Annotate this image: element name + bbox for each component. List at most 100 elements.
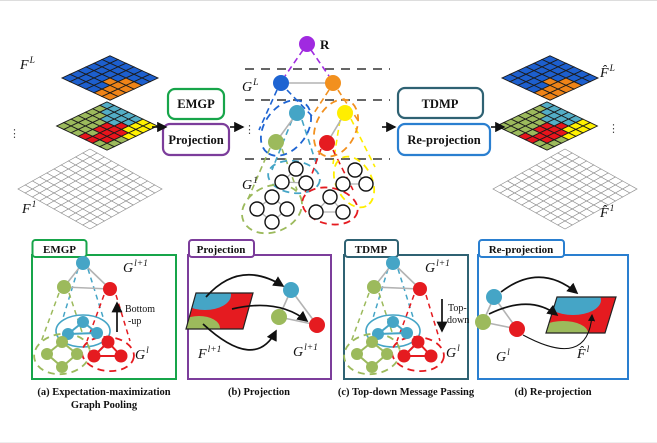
cluster-ellipse-orange bbox=[312, 98, 360, 158]
leaf-node bbox=[249, 201, 265, 217]
graph-node-cyan bbox=[283, 282, 299, 298]
panel-d-g-label: Gl bbox=[496, 348, 510, 365]
assignment-cone-line bbox=[337, 89, 360, 123]
panel-a-arrow-label-2: -up bbox=[128, 316, 141, 327]
upper-node-red bbox=[413, 282, 427, 296]
panel-a-g-lower: Gl bbox=[135, 346, 149, 363]
graph-node-yellow bbox=[337, 105, 353, 121]
green-node bbox=[56, 336, 68, 348]
panel-a-tab bbox=[31, 239, 88, 258]
graph-node-red bbox=[509, 321, 525, 337]
panel-a-tab-label: EMGP bbox=[43, 244, 76, 256]
red-node bbox=[397, 349, 411, 363]
tdmp-box bbox=[396, 86, 485, 120]
assignment-cone-line bbox=[313, 89, 330, 114]
mapping-arrow bbox=[202, 323, 277, 351]
left-feature-pyramid bbox=[17, 55, 163, 230]
assignment-cone-line bbox=[258, 89, 278, 131]
red-node bbox=[411, 335, 425, 349]
graph-node-green bbox=[271, 309, 287, 325]
assignment-cone-line bbox=[350, 118, 376, 168]
grid-cell bbox=[540, 92, 560, 101]
panel-c-tab bbox=[344, 239, 399, 258]
feature-grid-fhat1 bbox=[492, 148, 638, 230]
grid-cell bbox=[538, 142, 556, 151]
feature-grid-fhatL bbox=[500, 55, 600, 101]
graph-edge bbox=[373, 286, 421, 290]
tdmp-box-label: TDMP bbox=[422, 97, 459, 111]
mapping-arrow bbox=[205, 273, 285, 298]
leaf-node bbox=[288, 161, 304, 177]
projection-box bbox=[161, 122, 231, 157]
label-f-hat-1: F̂1 bbox=[599, 204, 614, 221]
assignment-cone-line bbox=[332, 119, 341, 165]
feature-grid-f1 bbox=[17, 148, 163, 230]
graph-node-red bbox=[319, 135, 335, 151]
reprojection-box bbox=[396, 122, 492, 157]
panel-a-caption-line2: Graph Pooling bbox=[71, 400, 138, 411]
green-node bbox=[41, 348, 53, 360]
mapping-arrow bbox=[522, 313, 596, 350]
assignment-cone-line bbox=[115, 294, 131, 342]
panel-c-arrow-label-1: Top- bbox=[448, 303, 467, 314]
label-f-hat-L: F̂L bbox=[599, 64, 615, 81]
grid-cell bbox=[100, 92, 120, 101]
ellipsis-left: ⋮ bbox=[9, 127, 20, 140]
leaf-node bbox=[264, 189, 280, 205]
green-cluster-ellipse bbox=[33, 332, 91, 376]
assignment-cone-line bbox=[304, 148, 322, 194]
green-node bbox=[56, 361, 68, 373]
panel-c-g-upper: Gl+1 bbox=[425, 259, 450, 276]
assignment-cone-line bbox=[332, 149, 354, 191]
mapping-arrow bbox=[231, 304, 309, 323]
red-node bbox=[87, 349, 101, 363]
leaf-node bbox=[322, 189, 338, 205]
grid-cell bbox=[82, 220, 98, 230]
green-node bbox=[366, 361, 378, 373]
upper-node-cyan bbox=[76, 256, 90, 270]
leaf-node bbox=[279, 201, 295, 217]
panel-a-box bbox=[31, 254, 177, 380]
cluster-ellipse-red bbox=[301, 186, 359, 226]
panel-c-caption: (c) Top-down Message Passing bbox=[338, 387, 475, 398]
mapping-arrow bbox=[500, 276, 579, 295]
leaf-node bbox=[274, 174, 290, 190]
region-green bbox=[546, 321, 588, 333]
projection-box-label: Projection bbox=[168, 133, 223, 147]
leaf-node bbox=[264, 214, 280, 230]
assignment-cone-line bbox=[301, 119, 318, 167]
region-cyan bbox=[546, 297, 601, 315]
upper-node-cyan bbox=[386, 256, 400, 270]
label-f-L: FL bbox=[19, 56, 35, 73]
leaf-node bbox=[308, 204, 324, 220]
label-g-1: G1 bbox=[242, 176, 258, 193]
panel-b-caption: (b) Projection bbox=[228, 387, 290, 398]
cluster-ellipse-cyan bbox=[267, 159, 321, 195]
leaf-node bbox=[335, 176, 351, 192]
graph-node-purple bbox=[299, 36, 315, 52]
panel-d-f-label: F̂l bbox=[576, 345, 590, 362]
graph-node-cyan bbox=[486, 289, 502, 305]
grid-cell bbox=[98, 142, 116, 151]
graph-node-red bbox=[309, 317, 325, 333]
red-node bbox=[101, 335, 115, 349]
upper-node-green bbox=[367, 280, 381, 294]
feature-map-outline bbox=[545, 296, 617, 334]
label-root-R: R bbox=[320, 37, 330, 52]
emgp-box bbox=[166, 87, 226, 121]
assignment-cone-line bbox=[425, 294, 441, 342]
green-node bbox=[351, 348, 363, 360]
graph-node-blue bbox=[273, 75, 289, 91]
graph-edge bbox=[63, 286, 111, 290]
panel-a-graph bbox=[33, 256, 135, 376]
panel-a-g-upper: Gl+1 bbox=[123, 259, 148, 276]
cyan-node bbox=[77, 316, 89, 328]
cyan-node bbox=[401, 327, 413, 339]
panel-b-tab bbox=[188, 239, 255, 258]
panel-d-tab-label: Re-projection bbox=[489, 244, 554, 256]
panel-c-arrow-label-2: down bbox=[447, 315, 469, 326]
panel-c-graph bbox=[343, 256, 448, 376]
